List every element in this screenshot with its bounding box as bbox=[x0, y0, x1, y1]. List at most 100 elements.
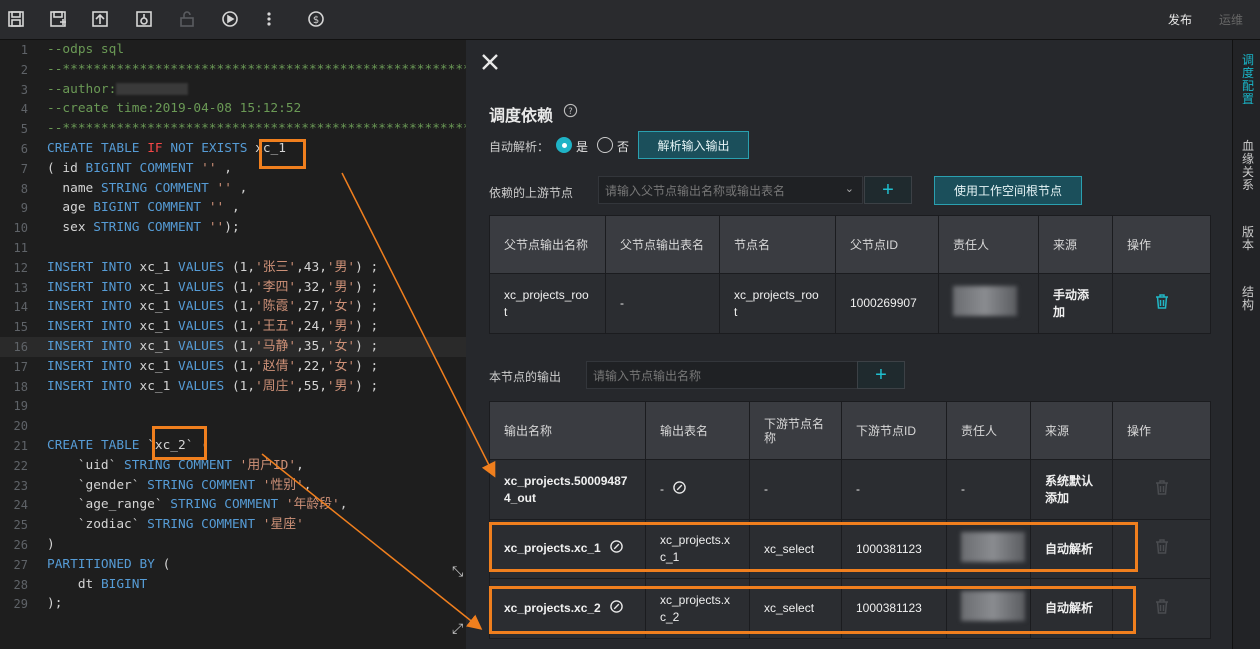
upstream-header: 来源 bbox=[1038, 215, 1113, 274]
radio-yes[interactable] bbox=[556, 137, 572, 153]
output-search-input[interactable]: 请输入节点输出名称 bbox=[586, 361, 858, 389]
code-line[interactable]: 7( id BIGINT COMMENT '' , bbox=[0, 159, 466, 179]
code-line[interactable]: 15 INSERT INTO xc_1 VALUES (1,'王五',24,'男'… bbox=[0, 317, 466, 337]
submit-icon[interactable] bbox=[89, 8, 111, 30]
output-action bbox=[1112, 459, 1211, 520]
blurred-owner bbox=[953, 286, 1017, 316]
line-number: 22 bbox=[13, 458, 28, 473]
svg-text:?: ? bbox=[568, 106, 572, 116]
code-text: INSERT INTO xc_1 VALUES (1,'马静',35,'女') … bbox=[47, 339, 379, 354]
output-header: 责任人 bbox=[946, 401, 1031, 460]
tab-version[interactable]: 版本 bbox=[1242, 225, 1255, 252]
code-line[interactable]: 11 bbox=[0, 238, 466, 258]
code-text: INSERT INTO xc_1 VALUES (1,'李四',32,'男') … bbox=[47, 279, 379, 295]
edit-icon[interactable] bbox=[673, 480, 687, 499]
code-line[interactable]: 22 `uid` STRING COMMENT '用户ID', bbox=[0, 456, 466, 476]
upstream-output-name: xc_projects_root bbox=[489, 273, 606, 334]
code-line[interactable]: 12 INSERT INTO xc_1 VALUES (1,'张三',43,'男'… bbox=[0, 258, 466, 278]
ops-button[interactable]: 运维 bbox=[1219, 13, 1244, 27]
code-text: name STRING COMMENT '' , bbox=[47, 180, 248, 196]
code-line[interactable]: 10 sex STRING COMMENT ''); bbox=[0, 218, 466, 238]
section-title: 调度依赖 bbox=[489, 108, 554, 125]
run-icon[interactable] bbox=[219, 8, 241, 30]
upstream-label: 依赖的上游节点 bbox=[489, 186, 574, 200]
line-number: 10 bbox=[13, 221, 28, 236]
output-owner-text: - bbox=[961, 482, 965, 496]
save-icon[interactable] bbox=[5, 8, 27, 30]
blurred-owner bbox=[961, 591, 1025, 621]
code-line[interactable]: 23 `gender` STRING COMMENT '性别', bbox=[0, 476, 466, 496]
publish-icon[interactable] bbox=[133, 8, 155, 30]
help-icon[interactable]: ? bbox=[563, 103, 578, 118]
line-number: 3 bbox=[20, 82, 28, 97]
use-root-node-button[interactable]: 使用工作空间根节点 bbox=[934, 176, 1082, 205]
code-line[interactable]: 1--odps sql bbox=[0, 40, 466, 60]
code-text: `age_range` STRING COMMENT '年龄段', bbox=[47, 497, 348, 513]
upstream-header: 父节点ID bbox=[835, 215, 939, 274]
radio-yes-label: 是 bbox=[576, 140, 589, 154]
line-number: 6 bbox=[20, 142, 28, 156]
add-upstream-button[interactable]: + bbox=[864, 176, 912, 204]
code-line[interactable]: 25 `zodiac` STRING COMMENT '星座' bbox=[0, 515, 466, 535]
code-line[interactable]: 4--create time:2019-04-08 15:12:52 bbox=[0, 99, 466, 119]
code-line[interactable]: 26) bbox=[0, 535, 466, 555]
add-output-button[interactable]: + bbox=[857, 361, 905, 389]
upstream-node-id[interactable]: 1000269907 bbox=[835, 273, 939, 334]
edit-icon[interactable] bbox=[610, 599, 623, 618]
code-line[interactable]: 24 `age_range` STRING COMMENT '年龄段', bbox=[0, 495, 466, 515]
line-number: 12 bbox=[13, 260, 28, 275]
code-line[interactable]: 19 bbox=[0, 396, 466, 416]
parse-io-button[interactable]: 解析输入输出 bbox=[638, 131, 749, 159]
trash-icon bbox=[1155, 598, 1169, 618]
edit-icon[interactable] bbox=[610, 540, 623, 558]
code-line[interactable]: 8 name STRING COMMENT '' , bbox=[0, 179, 466, 199]
chevron-down-icon: ⌄ bbox=[844, 183, 854, 195]
output-owner: - bbox=[946, 459, 1031, 520]
code-text: --**************************************… bbox=[47, 61, 466, 77]
code-text: --author: bbox=[47, 80, 189, 100]
save-as-icon[interactable] bbox=[47, 8, 69, 30]
radio-no[interactable] bbox=[597, 137, 613, 153]
code-text: INSERT INTO xc_1 VALUES (1,'张三',43,'男') … bbox=[47, 259, 379, 275]
code-text: INSERT INTO xc_1 VALUES (1,'王五',24,'男') … bbox=[47, 319, 379, 335]
code-text: INSERT INTO xc_1 VALUES (1,'赵倩',22,'女') … bbox=[47, 358, 379, 374]
more-icon[interactable] bbox=[258, 8, 280, 30]
downstream-node-id-text: 1000381123 bbox=[856, 601, 922, 615]
trash-icon[interactable] bbox=[1155, 293, 1169, 313]
collapse-icon[interactable]: ⤡ bbox=[452, 563, 464, 579]
tab-lineage[interactable]: 血缘关系 bbox=[1242, 139, 1255, 192]
code-text: `zodiac` STRING COMMENT '星座' bbox=[47, 517, 304, 533]
code-line[interactable]: 28 dt BIGINT bbox=[0, 575, 466, 595]
output-action bbox=[1112, 519, 1211, 579]
code-line[interactable]: 3 --author: bbox=[0, 80, 466, 100]
code-text: INSERT INTO xc_1 VALUES (1,'周庄',55,'男') … bbox=[47, 378, 379, 394]
close-icon[interactable] bbox=[480, 52, 500, 72]
code-line[interactable]: 5--*************************************… bbox=[0, 119, 466, 139]
line-number: 15 bbox=[13, 320, 28, 335]
tab-schedule-config[interactable]: 调度配置 bbox=[1242, 53, 1255, 106]
radio-no-label: 否 bbox=[617, 140, 630, 154]
code-line[interactable]: 29); bbox=[0, 594, 466, 614]
downstream-node-name: xc_select bbox=[749, 519, 842, 579]
code-line[interactable]: 20 bbox=[0, 416, 466, 436]
cost-icon[interactable]: $ bbox=[305, 8, 327, 30]
code-line[interactable]: 2--*************************************… bbox=[0, 60, 466, 80]
upstream-search-input[interactable]: 请输入父节点输出名称或输出表名 ⌄ bbox=[598, 176, 863, 204]
tab-structure[interactable]: 结构 bbox=[1242, 285, 1255, 312]
downstream-node-name-text: xc_select bbox=[764, 601, 815, 615]
expand-icon[interactable]: ⤢ bbox=[452, 620, 464, 636]
publish-button[interactable]: 发布 bbox=[1168, 13, 1193, 27]
code-text: age BIGINT COMMENT '' , bbox=[47, 200, 240, 216]
code-line[interactable]: 9 age BIGINT COMMENT '' , bbox=[0, 198, 466, 218]
line-number: 26 bbox=[13, 538, 28, 552]
